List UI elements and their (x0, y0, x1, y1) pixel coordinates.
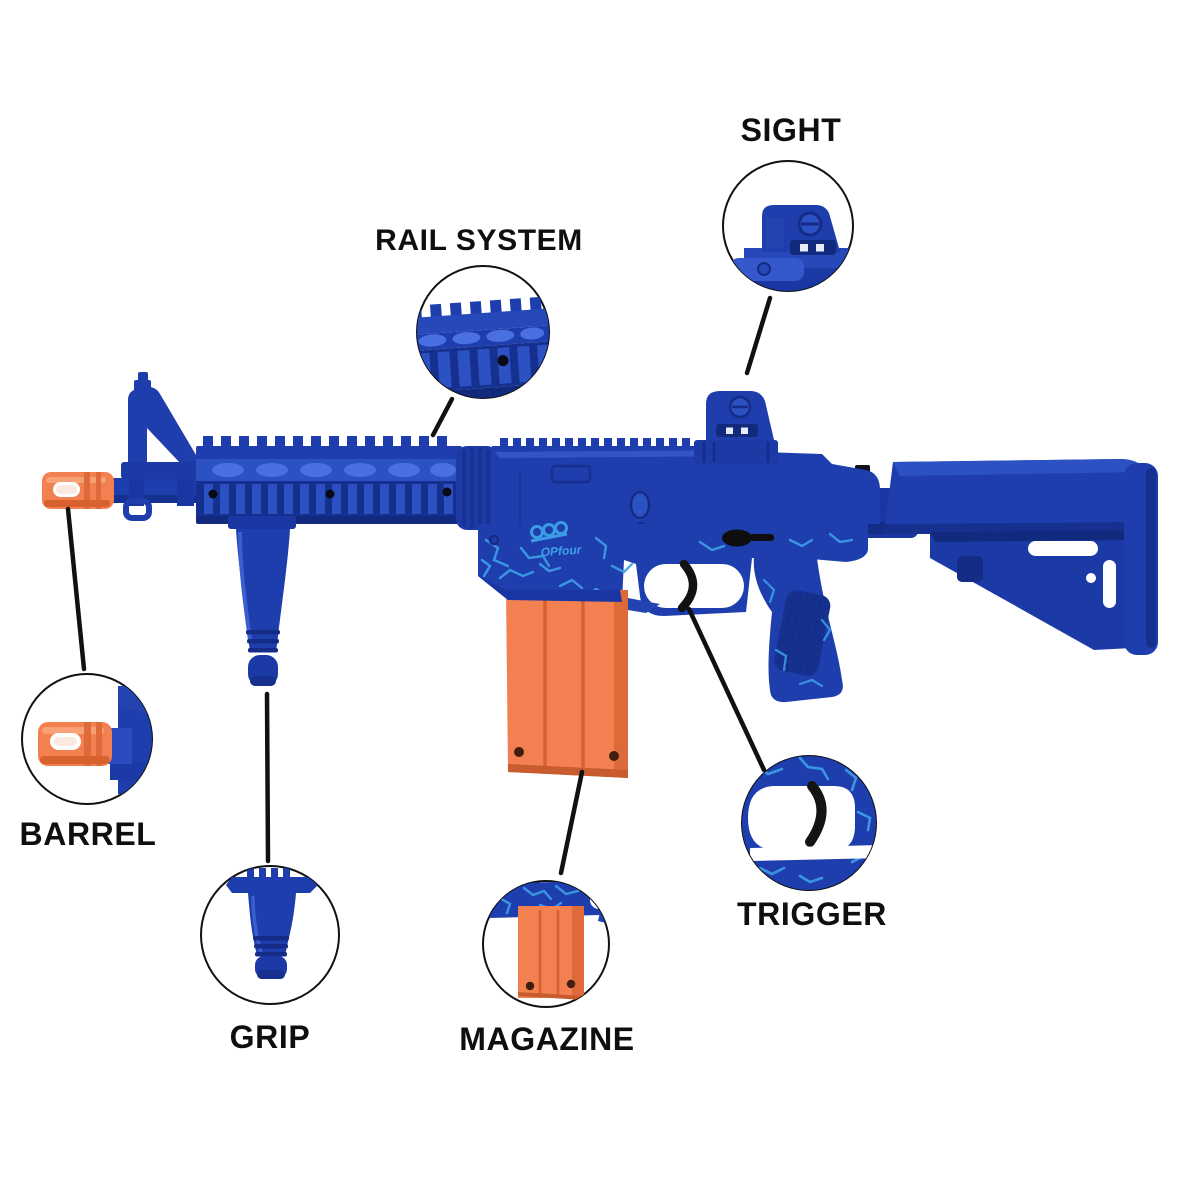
upper-receiver (492, 438, 880, 534)
crackle-pattern (480, 532, 854, 598)
leader-line-trigger (686, 606, 767, 773)
stock-pin-hole (915, 543, 927, 555)
callout-rail-system (416, 265, 550, 399)
leader-line-rail (430, 396, 455, 438)
callout-trigger (741, 755, 877, 891)
receiver-rail-teeth (500, 438, 690, 447)
sling-swivel (123, 498, 152, 521)
rail-teeth-top (203, 436, 447, 448)
label-magazine: MAGAZINE (459, 1021, 635, 1057)
dart-guide-tab (628, 598, 660, 613)
leader-lines (65, 295, 773, 876)
delta-ring (456, 446, 498, 530)
trigger (677, 559, 698, 613)
handguard-rail-system (196, 436, 498, 530)
receiver-logo: OPfour (530, 521, 583, 560)
callout-sight (722, 160, 854, 292)
forward-assist (629, 490, 651, 520)
leader-line-sight (744, 295, 773, 376)
label-rail-system: RAIL SYSTEM (375, 224, 583, 257)
stock-slot (1028, 541, 1098, 556)
svg-text:OPfour: OPfour (540, 543, 583, 560)
muzzle-tip (42, 472, 114, 509)
label-sight: SIGHT (740, 112, 842, 148)
stock-release-lever (957, 556, 983, 582)
label-barrel: BARREL (19, 816, 157, 852)
label-trigger: TRIGGER (737, 896, 887, 932)
selector-lever (722, 529, 752, 547)
stock-sling-slot (1103, 560, 1116, 608)
rear-sight (694, 391, 778, 464)
magazine (478, 576, 660, 778)
leader-line-magazine (558, 769, 585, 876)
callout-magazine (482, 880, 610, 1008)
leader-line-grip (264, 691, 271, 864)
stock (855, 459, 1158, 655)
callout-barrel (21, 673, 153, 805)
pistol-grip (753, 556, 843, 703)
blaster-illustration: OPfour (42, 372, 1158, 778)
callout-grip (200, 865, 340, 1005)
leader-line-barrel (65, 506, 87, 672)
front-sight (121, 372, 203, 521)
rail-ribs-side (204, 484, 453, 514)
foregrip (228, 516, 296, 686)
label-grip: GRIP (229, 1019, 311, 1055)
